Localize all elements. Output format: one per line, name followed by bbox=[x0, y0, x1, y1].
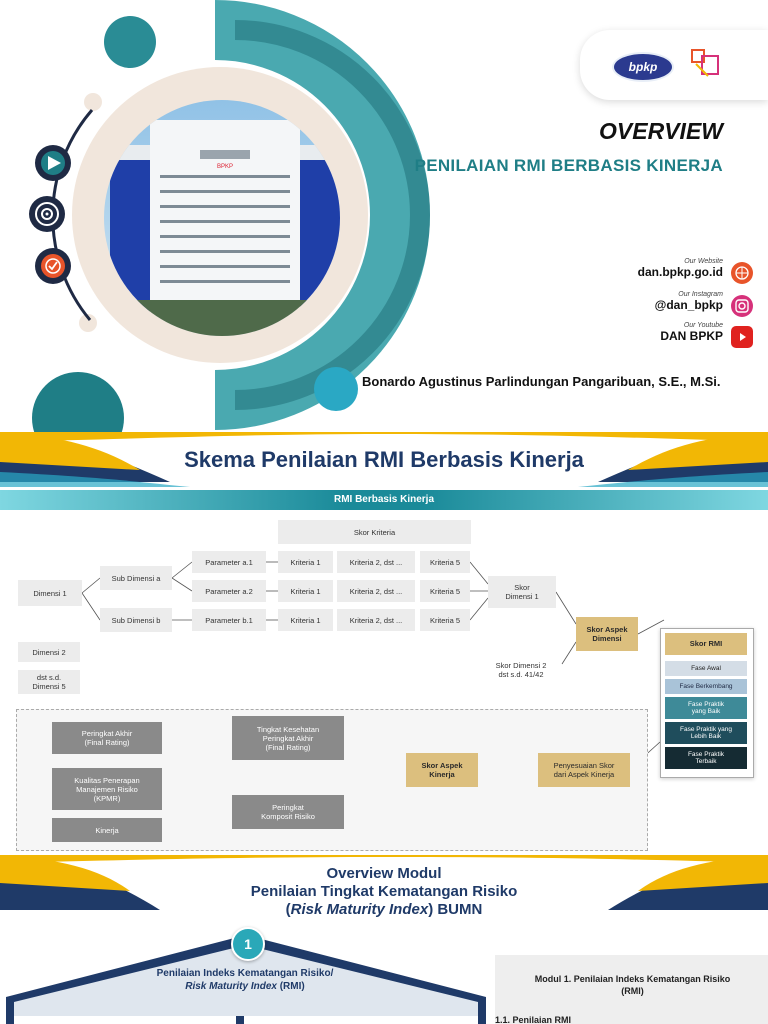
rmi-berbasis-kinerja-bar: RMI Berbasis Kinerja bbox=[0, 490, 768, 510]
contact-value: dan.bpkp.go.id bbox=[637, 265, 723, 279]
module-detail-panel: Modul 1. Penilaian Indeks Kematangan Ris… bbox=[495, 955, 768, 1024]
fase-praktik-terbaik: Fase Praktik Terbaik bbox=[665, 747, 747, 769]
slide2-title: Skema Penilaian RMI Berbasis Kinerja bbox=[184, 447, 584, 472]
node-kriteria-5: Kriteria 5 bbox=[420, 580, 470, 602]
module-title-rest: (RMI) bbox=[276, 981, 305, 992]
slide3-title-line3: (Risk Maturity Index) BUMN bbox=[0, 901, 768, 919]
node-sub-dimensi-a: Sub Dimensi a bbox=[100, 566, 172, 590]
decor-circle-author bbox=[314, 367, 358, 411]
node-kriteria-5: Kriteria 5 bbox=[420, 551, 470, 573]
node-skor-aspek-kinerja: Skor Aspek Kinerja bbox=[406, 753, 478, 787]
author-name: Bonardo Agustinus Parlindungan Pangaribu… bbox=[362, 374, 721, 389]
skor-rmi-stack: Skor RMI Fase Awal Fase Berkembang Fase … bbox=[660, 628, 754, 778]
node-kriteria-1: Kriteria 1 bbox=[278, 580, 333, 602]
checklist-icon bbox=[35, 248, 71, 284]
slide-overview: BPKP bpkp bbox=[0, 0, 768, 432]
fase-berkembang: Fase Berkembang bbox=[665, 679, 747, 694]
header-waves bbox=[0, 432, 768, 487]
node-skor-aspek-dimensi: Skor Aspek Dimensi bbox=[576, 617, 638, 651]
contact-website[interactable]: Our Website dan.bpkp.go.id bbox=[637, 258, 753, 284]
module-1-title: Penilaian Indeks Kematangan Risiko/ Risk… bbox=[100, 967, 390, 993]
globe-icon bbox=[731, 262, 753, 284]
header-waves bbox=[0, 855, 768, 910]
node-parameter-b1: Parameter b.1 bbox=[192, 609, 266, 631]
fase-awal: Fase Awal bbox=[665, 661, 747, 676]
module-number-badge: 1 bbox=[231, 927, 265, 961]
contact-value: DAN BPKP bbox=[660, 329, 723, 343]
contact-caption: Our Youtube bbox=[683, 322, 723, 329]
decor-circle-bottom-left bbox=[32, 372, 124, 432]
play-icon bbox=[35, 145, 71, 181]
target-icon bbox=[29, 196, 65, 232]
node-dimensi-2: Dimensi 2 bbox=[18, 642, 80, 662]
node-parameter-a2: Parameter a.2 bbox=[192, 580, 266, 602]
title-rest: ) BUMN bbox=[428, 901, 483, 918]
node-kriteria-2: Kriteria 2, dst ... bbox=[337, 580, 415, 602]
node-penyesuaian-skor: Penyesuaian Skor dari Aspek Kinerja bbox=[538, 753, 630, 787]
node-dst-dimensi-5: dst s.d. Dimensi 5 bbox=[18, 670, 80, 694]
module-title-line2: Risk Maturity Index (RMI) bbox=[100, 980, 390, 993]
slide-overview-modul: Overview Modul Penilaian Tingkat Kematan… bbox=[0, 855, 768, 1024]
node-kriteria-5: Kriteria 5 bbox=[420, 609, 470, 631]
fase-praktik-baik: Fase Praktik yang Baik bbox=[665, 697, 747, 719]
slide3-title: Overview Modul Penilaian Tingkat Kematan… bbox=[0, 865, 768, 919]
node-skor-dimensi-1: Skor Dimensi 1 bbox=[488, 576, 556, 608]
slide-skema: Skema Penilaian RMI Berbasis Kinerja RMI… bbox=[0, 432, 768, 855]
instagram-icon bbox=[731, 295, 753, 317]
node-kinerja: Kinerja bbox=[52, 818, 162, 842]
node-kriteria-1: Kriteria 1 bbox=[278, 609, 333, 631]
module-detail-item: 1.1. Penilaian RMI bbox=[495, 1015, 572, 1024]
module-title-italic: Risk Maturity Index bbox=[185, 981, 277, 992]
overview-subtitle: PENILAIAN RMI BERBASIS KINERJA bbox=[414, 156, 723, 175]
node-kriteria-2: Kriteria 2, dst ... bbox=[337, 551, 415, 573]
node-skor-dimensi-2: Skor Dimensi 2 dst s.d. 41/42 bbox=[495, 661, 547, 679]
paren-open: ( bbox=[285, 901, 291, 918]
module-detail-title: Modul 1. Penilaian Indeks Kematangan Ris… bbox=[534, 974, 731, 996]
skor-kriteria-header: Skor Kriteria bbox=[278, 520, 471, 544]
bpkp-logo: bpkp bbox=[612, 52, 674, 82]
contact-youtube[interactable]: Our Youtube DAN BPKP bbox=[660, 322, 753, 348]
title-italic: Risk Maturity Index bbox=[290, 901, 429, 918]
skor-rmi-header: Skor RMI bbox=[665, 633, 747, 655]
dan-logo bbox=[691, 49, 719, 77]
contact-caption: Our Website bbox=[684, 258, 723, 265]
slide1-decor: BPKP bbox=[29, 0, 430, 432]
logo-box: bpkp bbox=[580, 30, 768, 100]
contact-instagram[interactable]: Our Instagram @dan_bpkp bbox=[654, 291, 753, 317]
decor-dot-2 bbox=[79, 314, 97, 332]
node-dimensi-1: Dimensi 1 bbox=[18, 580, 82, 606]
overview-title: OVERVIEW bbox=[599, 118, 723, 144]
youtube-icon bbox=[731, 326, 753, 348]
node-sub-dimensi-b: Sub Dimensi b bbox=[100, 608, 172, 632]
roof-shape bbox=[6, 935, 486, 1024]
decor-circle-top bbox=[104, 16, 156, 68]
node-kriteria-1: Kriteria 1 bbox=[278, 551, 333, 573]
module-title-line1: Penilaian Indeks Kematangan Risiko/ bbox=[156, 968, 334, 979]
decor-dot-1 bbox=[84, 93, 102, 111]
fase-praktik-lebih-baik: Fase Praktik yang Lebih Baik bbox=[665, 722, 747, 744]
node-tingkat-kesehatan: Tingkat Kesehatan Peringkat Akhir (Final… bbox=[232, 716, 344, 760]
contact-caption: Our Instagram bbox=[678, 291, 723, 298]
node-kpmr: Kualitas Penerapan Manajemen Risiko (KPM… bbox=[52, 768, 162, 810]
contact-value: @dan_bpkp bbox=[654, 298, 723, 312]
node-parameter-a1: Parameter a.1 bbox=[192, 551, 266, 573]
building-sign: BPKP bbox=[217, 164, 233, 170]
node-peringkat-akhir: Peringkat Akhir (Final Rating) bbox=[52, 722, 162, 754]
slide3-title-line1: Overview Modul bbox=[326, 865, 442, 882]
node-peringkat-komposit: Peringkat Komposit Risiko bbox=[232, 795, 344, 829]
node-kriteria-2: Kriteria 2, dst ... bbox=[337, 609, 415, 631]
slide3-title-line2: Penilaian Tingkat Kematangan Risiko bbox=[250, 883, 518, 900]
